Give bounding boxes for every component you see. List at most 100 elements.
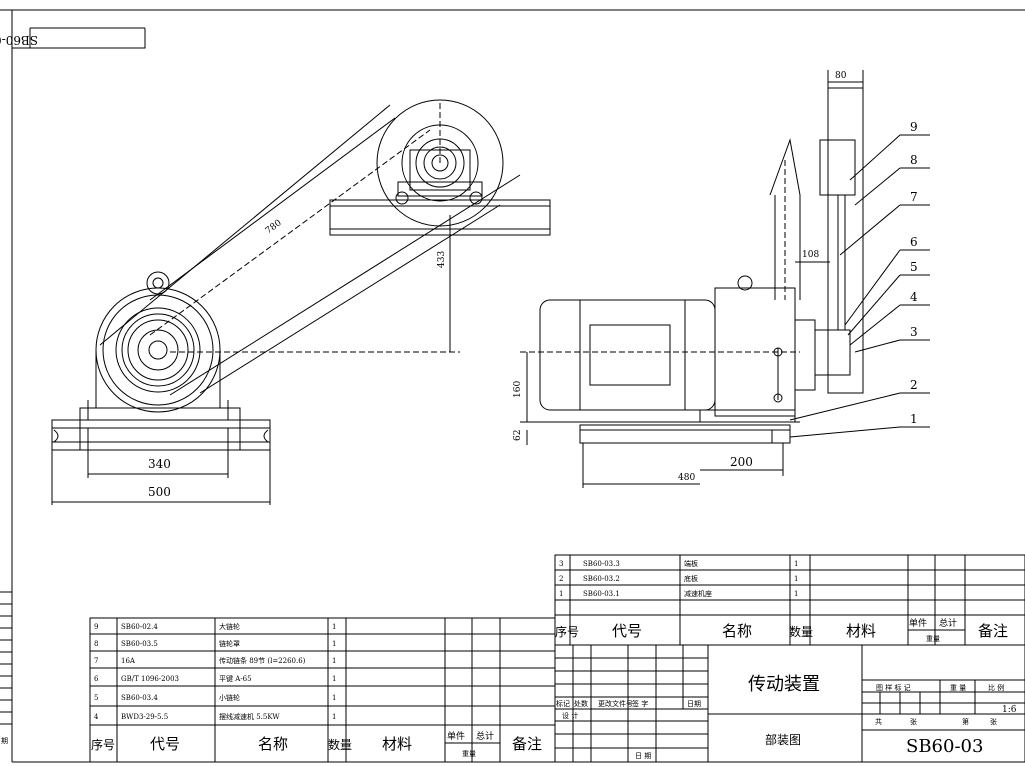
dim-108: 108 [802, 250, 819, 260]
title-block-labels: 标记 处数 更改文件号 签 字 日期 设 计 日 期 图 样 标 记 重 量 比… [556, 683, 1004, 760]
motor-shaft-circle [148, 340, 168, 360]
svg-text:序号: 序号 [91, 737, 115, 752]
svg-text:GB/T 1096-2003: GB/T 1096-2003 [121, 675, 179, 683]
svg-text:标记: 标记 [556, 699, 570, 708]
svg-text:重 量: 重 量 [950, 684, 966, 692]
svg-text:SB60-03.4: SB60-03.4 [121, 694, 158, 702]
side-view [520, 70, 930, 488]
left-margin-ticks [0, 591, 12, 725]
parts-list-left-rows: 9 SB60-02.4 大链轮 1 8 SB60-03.5 链轮罩 1 7 16… [94, 622, 336, 721]
svg-text:代号: 代号 [150, 735, 180, 753]
svg-text:摆线减速机 5.5KW: 摆线减速机 5.5KW [219, 712, 280, 721]
svg-text:张: 张 [910, 717, 917, 726]
svg-text:小链轮: 小链轮 [219, 693, 240, 702]
svg-text:1: 1 [559, 590, 563, 598]
svg-text:签 字: 签 字 [632, 699, 648, 708]
svg-text:3: 3 [559, 560, 563, 568]
svg-text:4: 4 [94, 713, 99, 721]
dim-80: 80 [835, 71, 847, 81]
svg-text:单件: 单件 [447, 730, 465, 742]
balloon-2: 2 [910, 378, 918, 392]
svg-text:日期: 日期 [687, 700, 701, 708]
svg-text:数量: 数量 [789, 624, 813, 639]
svg-text:第: 第 [962, 717, 969, 726]
svg-text:数量: 数量 [328, 737, 352, 752]
svg-text:BWD3-29-5.5: BWD3-29-5.5 [121, 713, 168, 721]
svg-text:7: 7 [94, 657, 98, 665]
svg-text:序号: 序号 [555, 624, 579, 639]
svg-text:设 计: 设 计 [562, 711, 578, 720]
motor-outer-circle [95, 287, 221, 413]
big-sprocket-circle [376, 99, 504, 227]
dim-62: 62 [513, 430, 523, 441]
svg-text:链轮罩: 链轮罩 [219, 639, 240, 648]
svg-text:大链轮: 大链轮 [219, 622, 240, 631]
front-view [51, 99, 551, 505]
corner-drawing-code: SB60-00 [0, 33, 38, 47]
svg-text:处数: 处数 [574, 699, 588, 708]
svg-text:图 样 标 记: 图 样 标 记 [876, 683, 911, 692]
svg-text:SB60-02.4: SB60-02.4 [121, 623, 158, 631]
dim-433: 433 [437, 251, 447, 268]
edge-text: 期 [1, 737, 8, 745]
corner-code-box [12, 28, 146, 49]
svg-text:材料: 材料 [382, 735, 412, 753]
svg-text:2: 2 [559, 575, 563, 583]
svg-text:9: 9 [94, 623, 98, 631]
dim-500: 500 [148, 485, 171, 499]
title-block [554, 644, 1025, 763]
parts-list-left [89, 617, 556, 763]
balloon-9: 9 [910, 120, 918, 134]
balloon-7: 7 [910, 190, 918, 204]
dim-340: 340 [148, 457, 171, 471]
balloon-4: 4 [910, 290, 918, 304]
svg-text:SB60-03.5: SB60-03.5 [121, 640, 158, 648]
dim-200: 200 [730, 455, 753, 469]
svg-text:比 例: 比 例 [988, 683, 1004, 692]
drawing-scale: 1:6 [1002, 705, 1017, 715]
balloon-3: 3 [910, 325, 918, 339]
svg-text:名称: 名称 [258, 735, 288, 753]
svg-text:SB60-03.3: SB60-03.3 [583, 560, 620, 568]
svg-text:材料: 材料 [846, 622, 876, 640]
svg-text:重量: 重量 [926, 635, 940, 643]
svg-text:代号: 代号 [612, 622, 642, 640]
parts-list-right-header: 序号 代号 名称 数量 材料 单件 总计 重量 备注 [555, 617, 1008, 643]
svg-text:1: 1 [794, 590, 798, 598]
balloon-8: 8 [910, 153, 918, 167]
svg-text:1: 1 [332, 640, 336, 648]
svg-text:SB60-03.1: SB60-03.1 [583, 590, 620, 598]
svg-text:张: 张 [990, 717, 997, 726]
svg-text:1: 1 [332, 675, 336, 683]
svg-text:传动链条 89节 (l=2260.6): 传动链条 89节 (l=2260.6) [219, 656, 306, 665]
svg-text:1: 1 [332, 657, 336, 665]
parts-list-right-rows: 3 SB60-03.3 端板 1 2 SB60-03.2 底板 1 1 SB60… [559, 559, 798, 598]
svg-text:SB60-03.2: SB60-03.2 [583, 575, 620, 583]
svg-text:日 期: 日 期 [635, 752, 651, 760]
balloon-6: 6 [910, 235, 918, 249]
svg-text:名称: 名称 [722, 622, 752, 640]
svg-text:共: 共 [875, 717, 882, 726]
dim-160: 160 [513, 381, 523, 398]
svg-text:6: 6 [94, 675, 99, 683]
svg-text:1: 1 [332, 623, 336, 631]
svg-text:底板: 底板 [684, 574, 698, 583]
drawing-title: 传动装置 [748, 674, 820, 695]
drawing-number: SB60-03 [906, 736, 983, 757]
svg-text:1: 1 [794, 575, 798, 583]
svg-text:单件: 单件 [909, 617, 927, 629]
drawing-subtitle: 部装图 [765, 732, 801, 747]
svg-text:1: 1 [332, 713, 336, 721]
dim-780: 780 [264, 218, 284, 236]
svg-text:1: 1 [332, 694, 336, 702]
svg-text:端板: 端板 [684, 559, 698, 568]
svg-text:5: 5 [94, 694, 98, 702]
svg-text:平键 A-65: 平键 A-65 [219, 674, 252, 683]
svg-text:总计: 总计 [476, 730, 494, 742]
balloon-5: 5 [910, 260, 918, 274]
svg-text:8: 8 [94, 640, 98, 648]
svg-text:16A: 16A [121, 657, 136, 665]
svg-text:减速机座: 减速机座 [684, 589, 712, 598]
dim-480: 480 [678, 473, 695, 483]
